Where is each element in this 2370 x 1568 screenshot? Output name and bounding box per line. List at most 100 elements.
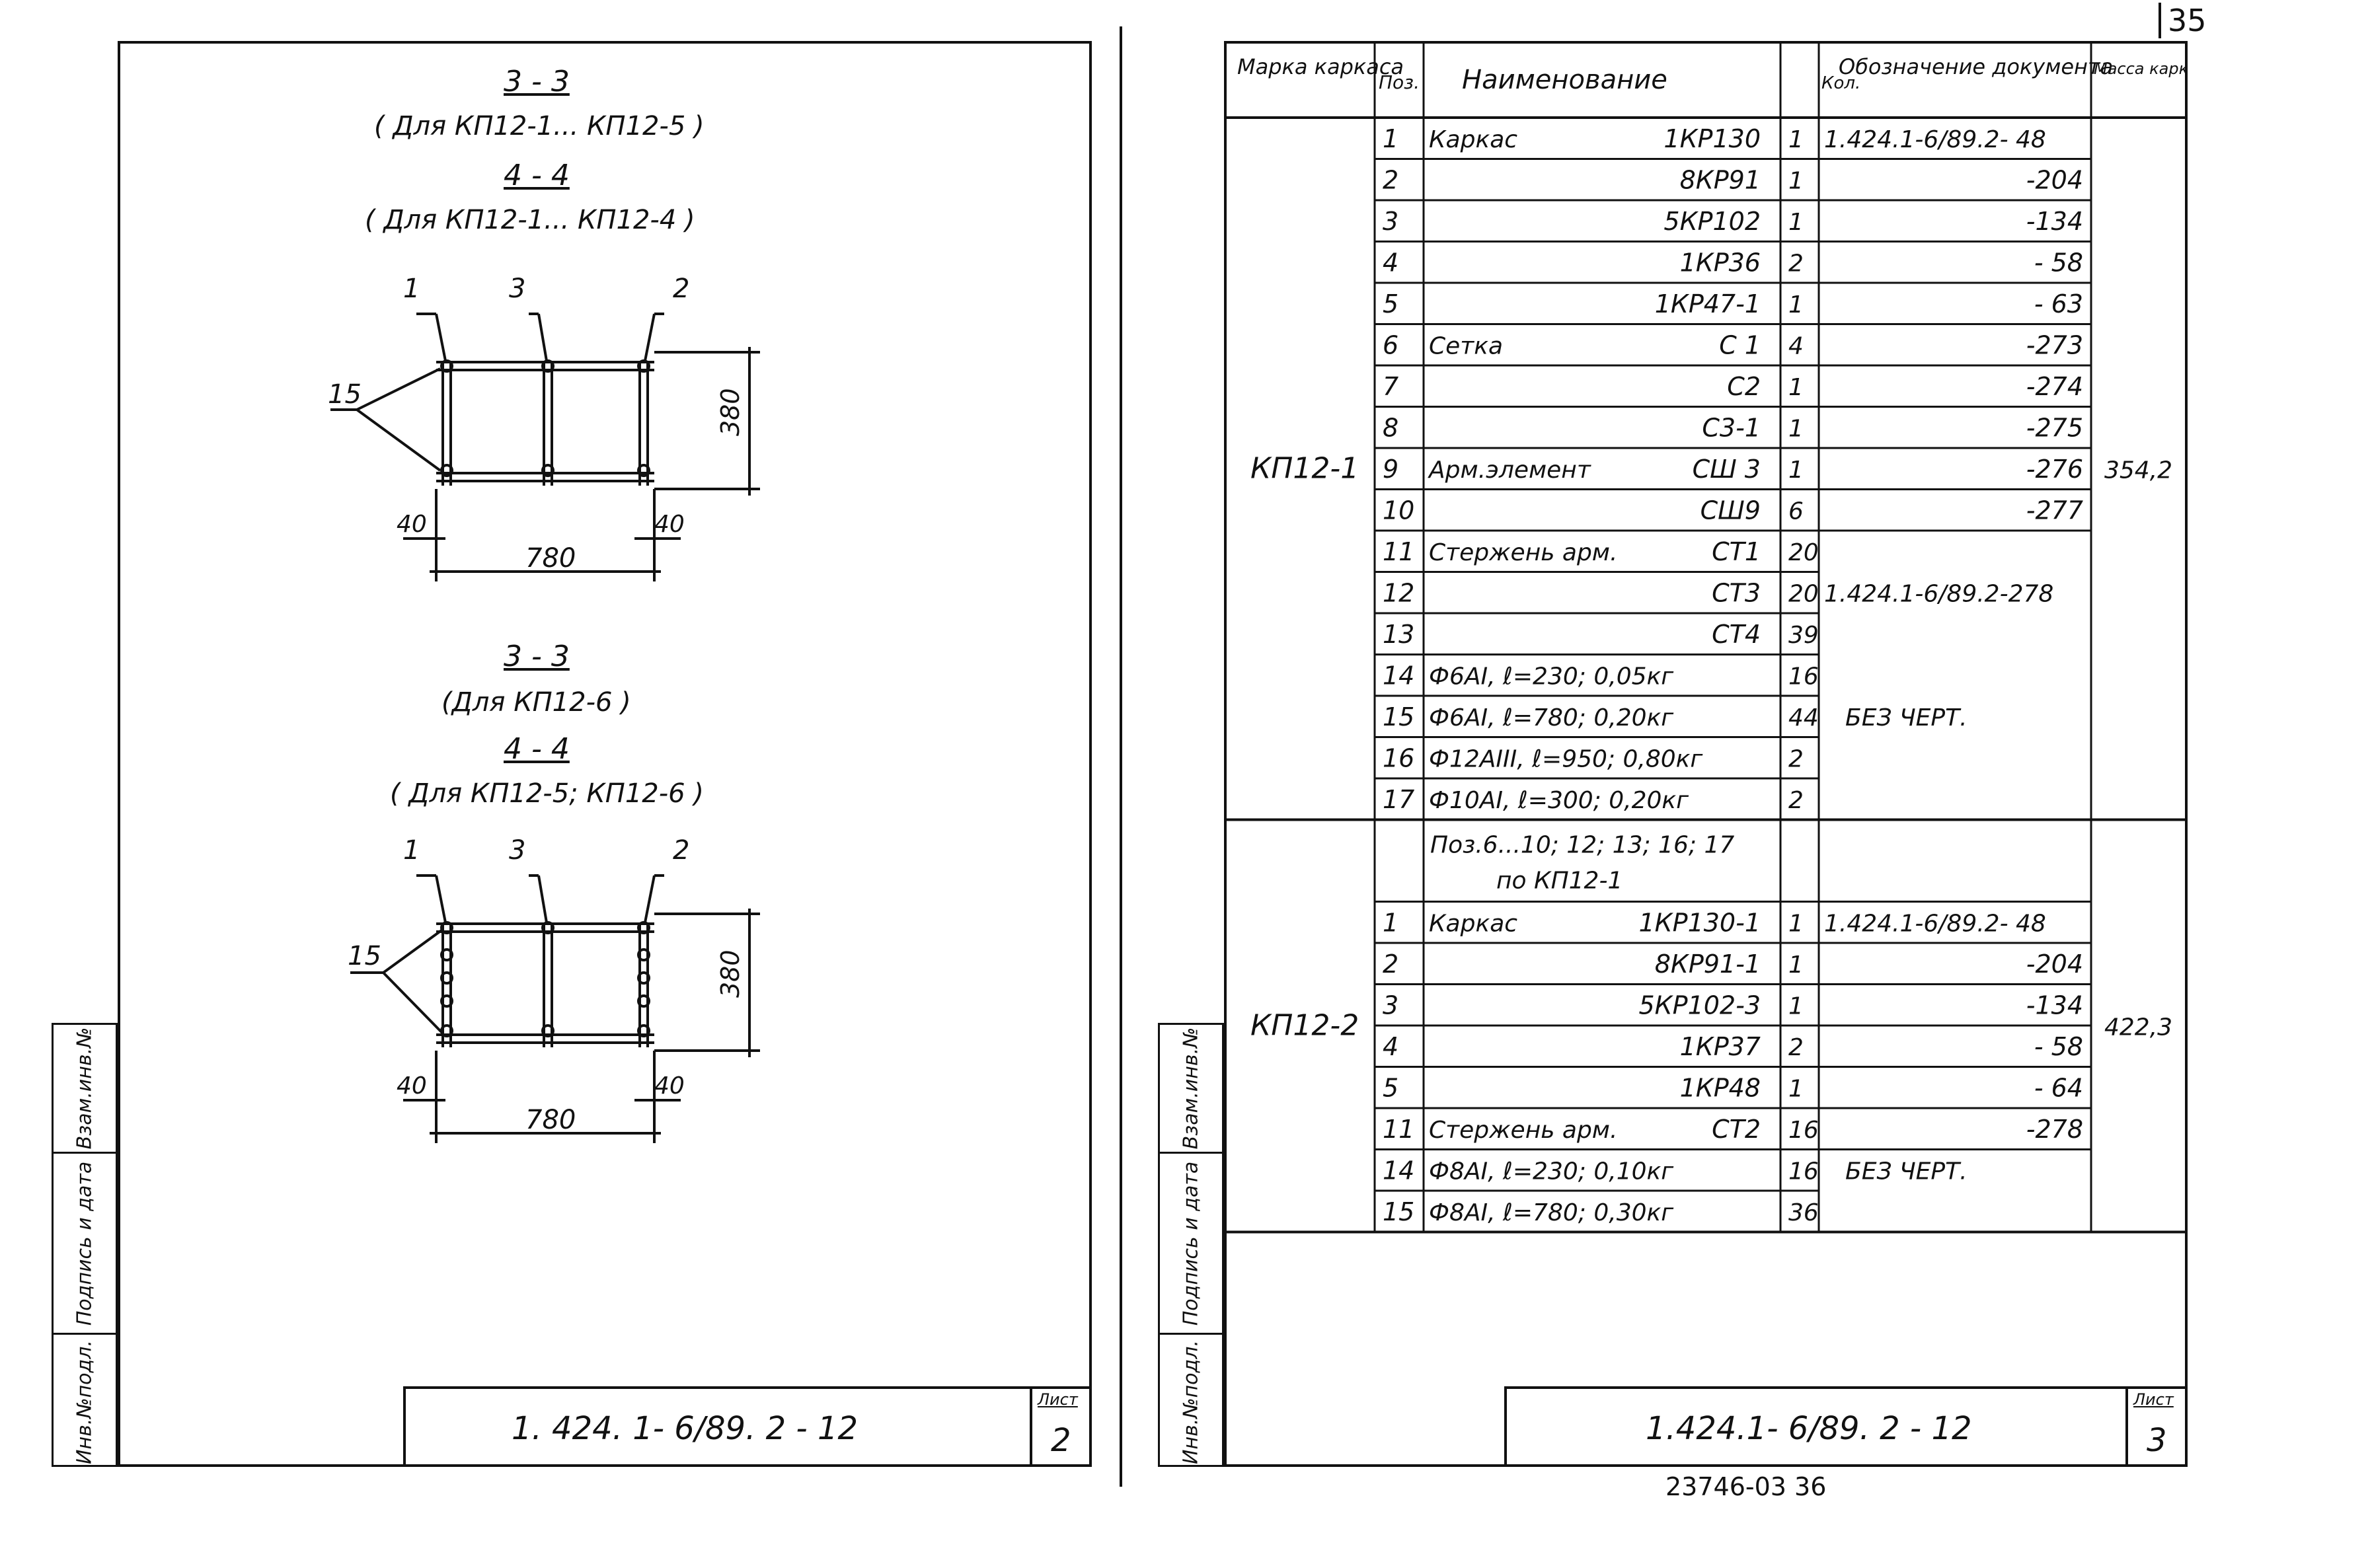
row-name: Ф6АI, ℓ=780; 0,20кг [1429,704,1674,731]
row-code: С2 [1727,372,1761,401]
row-pos: 2 [1383,950,1398,979]
row-pos: 7 [1383,372,1398,401]
row-doc: - 63 [2034,289,2083,318]
side-cell-sign: Подпись и дата [54,1152,116,1333]
row-pos: 9 [1383,455,1398,484]
right-side-cell-inv: Взам.инв.№ [1160,1025,1222,1152]
row-qty: 1 [1788,1076,1804,1103]
label-pos2: 2 [673,274,689,304]
group-mark: КП12-1 [1250,451,1359,485]
label-dim-width: 780 [525,543,576,574]
row-qty: 16 [1788,663,1819,691]
label-dim-width-b: 780 [525,1105,576,1135]
row-pos: 6 [1383,331,1398,360]
row-code: СТ2 [1712,1115,1761,1144]
left-stamp-code: 1. 424. 1- 6/89. 2 - 12 [512,1410,859,1447]
label-pos15-b: 15 [348,941,381,971]
section-a-subtitle: ( Для КП12-1... КП12-5 ) [374,111,705,141]
row-qty: 16 [1788,1158,1819,1185]
row-name: Стержень арм. [1429,1117,1617,1144]
row-qty: 44 [1788,704,1819,731]
row-qty: 1 [1788,291,1804,318]
label-dim-height-b: 380 [716,950,745,998]
row-code: 8КР91-1 [1655,950,1761,979]
row-name: Ф6АI, ℓ=230; 0,05кг [1429,663,1674,691]
row-qty: 1 [1788,374,1804,401]
header-name: Наименование [1462,65,1667,95]
side-label-podl: Инв.№подл. [73,1339,96,1464]
row-pos: 3 [1383,207,1398,236]
section-b-drawing: 1 3 2 15 380 780 40 40 [348,835,760,1143]
section-a-title: 3 - 3 [504,65,570,98]
row-code: С3-1 [1702,414,1761,443]
row-pos: 11 [1383,537,1414,566]
row-doc: - 58 [2034,248,2083,278]
row-pos: 15 [1383,1197,1414,1226]
side-label-inv: Взам.инв.№ [73,1027,96,1150]
row-pos: 1 [1383,124,1398,153]
header-qty: Кол. [1821,73,1860,93]
row-code: 1КР36 [1680,248,1761,278]
row-pos: 3 [1383,991,1398,1020]
page-number-top: 35 [2159,3,2207,38]
row-code: 1КР47-1 [1655,289,1761,318]
row-qty: 1 [1788,952,1804,979]
row-pos: 5 [1383,1074,1398,1103]
row-doc-none: БЕЗ ЧЕРТ. [1845,1158,1968,1185]
row-pos: 17 [1383,785,1414,814]
row-code: 5КР102-3 [1639,991,1761,1020]
row-qty: 1 [1788,416,1804,443]
row-name: Ф10АI, ℓ=300; 0,20кг [1429,787,1689,814]
row-pos: 16 [1383,744,1414,773]
row-name: Ф8АI, ℓ=780; 0,30кг [1429,1199,1674,1226]
row-doc: 1.424.1-6/89.2- 48 [1824,126,2046,153]
row-qty: 20 [1788,581,1819,608]
row-qty: 16 [1788,1117,1819,1144]
label-pos1-b: 1 [403,835,420,866]
group-note-line1: Поз.6...10; 12; 13; 16; 17 [1430,832,1734,859]
side-cell-inv: Взам.инв.№ [54,1025,116,1152]
row-name: Сетка [1429,333,1503,360]
row-pos: 1 [1383,909,1398,938]
row-qty: 2 [1788,250,1804,278]
row-pos: 15 [1383,702,1414,731]
label-dim-offset-right: 40 [654,511,685,538]
right-sheet-cell: Лист 3 [2125,1389,2185,1464]
label-dim-offset-left-b: 40 [397,1072,427,1100]
row-code: С 1 [1719,331,1761,360]
row-name: Ф12АIII, ℓ=950; 0,80кг [1429,746,1703,773]
left-sheet-number: 2 [1051,1422,1071,1459]
group-note-line2: по КП12-1 [1496,868,1623,895]
header-doc: Обозначение документа [1839,54,2113,79]
row-pos: 8 [1383,414,1398,443]
section-b-subtitle2: ( Для КП12-5; КП12-6 ) [390,778,704,809]
group-mass: 354,2 [2104,457,2172,484]
label-pos3-b: 3 [509,835,525,866]
label-dim-offset-right-b: 40 [654,1072,685,1100]
row-qty: 39 [1788,622,1819,649]
right-side-cell-sign: Подпись и дата [1160,1152,1222,1333]
row-qty: 20 [1788,539,1819,566]
section-a-subtitle2: ( Для КП12-1... КП12-4 ) [365,205,695,235]
section-b-title: 3 - 3 [504,640,570,673]
footer-stamp: 23746-03 36 [1665,1472,1827,1501]
row-doc: 1.424.1-6/89.2- 48 [1824,911,2046,938]
row-pos: 13 [1383,620,1414,649]
right-side-label-sign: Подпись и дата [1179,1161,1203,1325]
row-pos: 12 [1383,579,1414,608]
row-code: 8КР91 [1680,166,1761,195]
row-qty: 1 [1788,911,1804,938]
header-mark: Марка каркаса [1237,54,1404,79]
row-doc: -276 [2026,455,2083,484]
row-doc: - 64 [2034,1074,2083,1103]
left-sheet-label: Лист [1038,1390,1078,1409]
row-pos: 10 [1383,496,1414,525]
sheet-divider [1120,26,1122,1487]
row-qty: 1 [1788,457,1804,484]
label-pos3: 3 [509,274,525,304]
group-mark: КП12-2 [1250,1009,1359,1043]
row-doc: -278 [2026,1115,2083,1144]
label-dim-offset-left: 40 [397,511,427,538]
label-pos1: 1 [403,274,420,304]
